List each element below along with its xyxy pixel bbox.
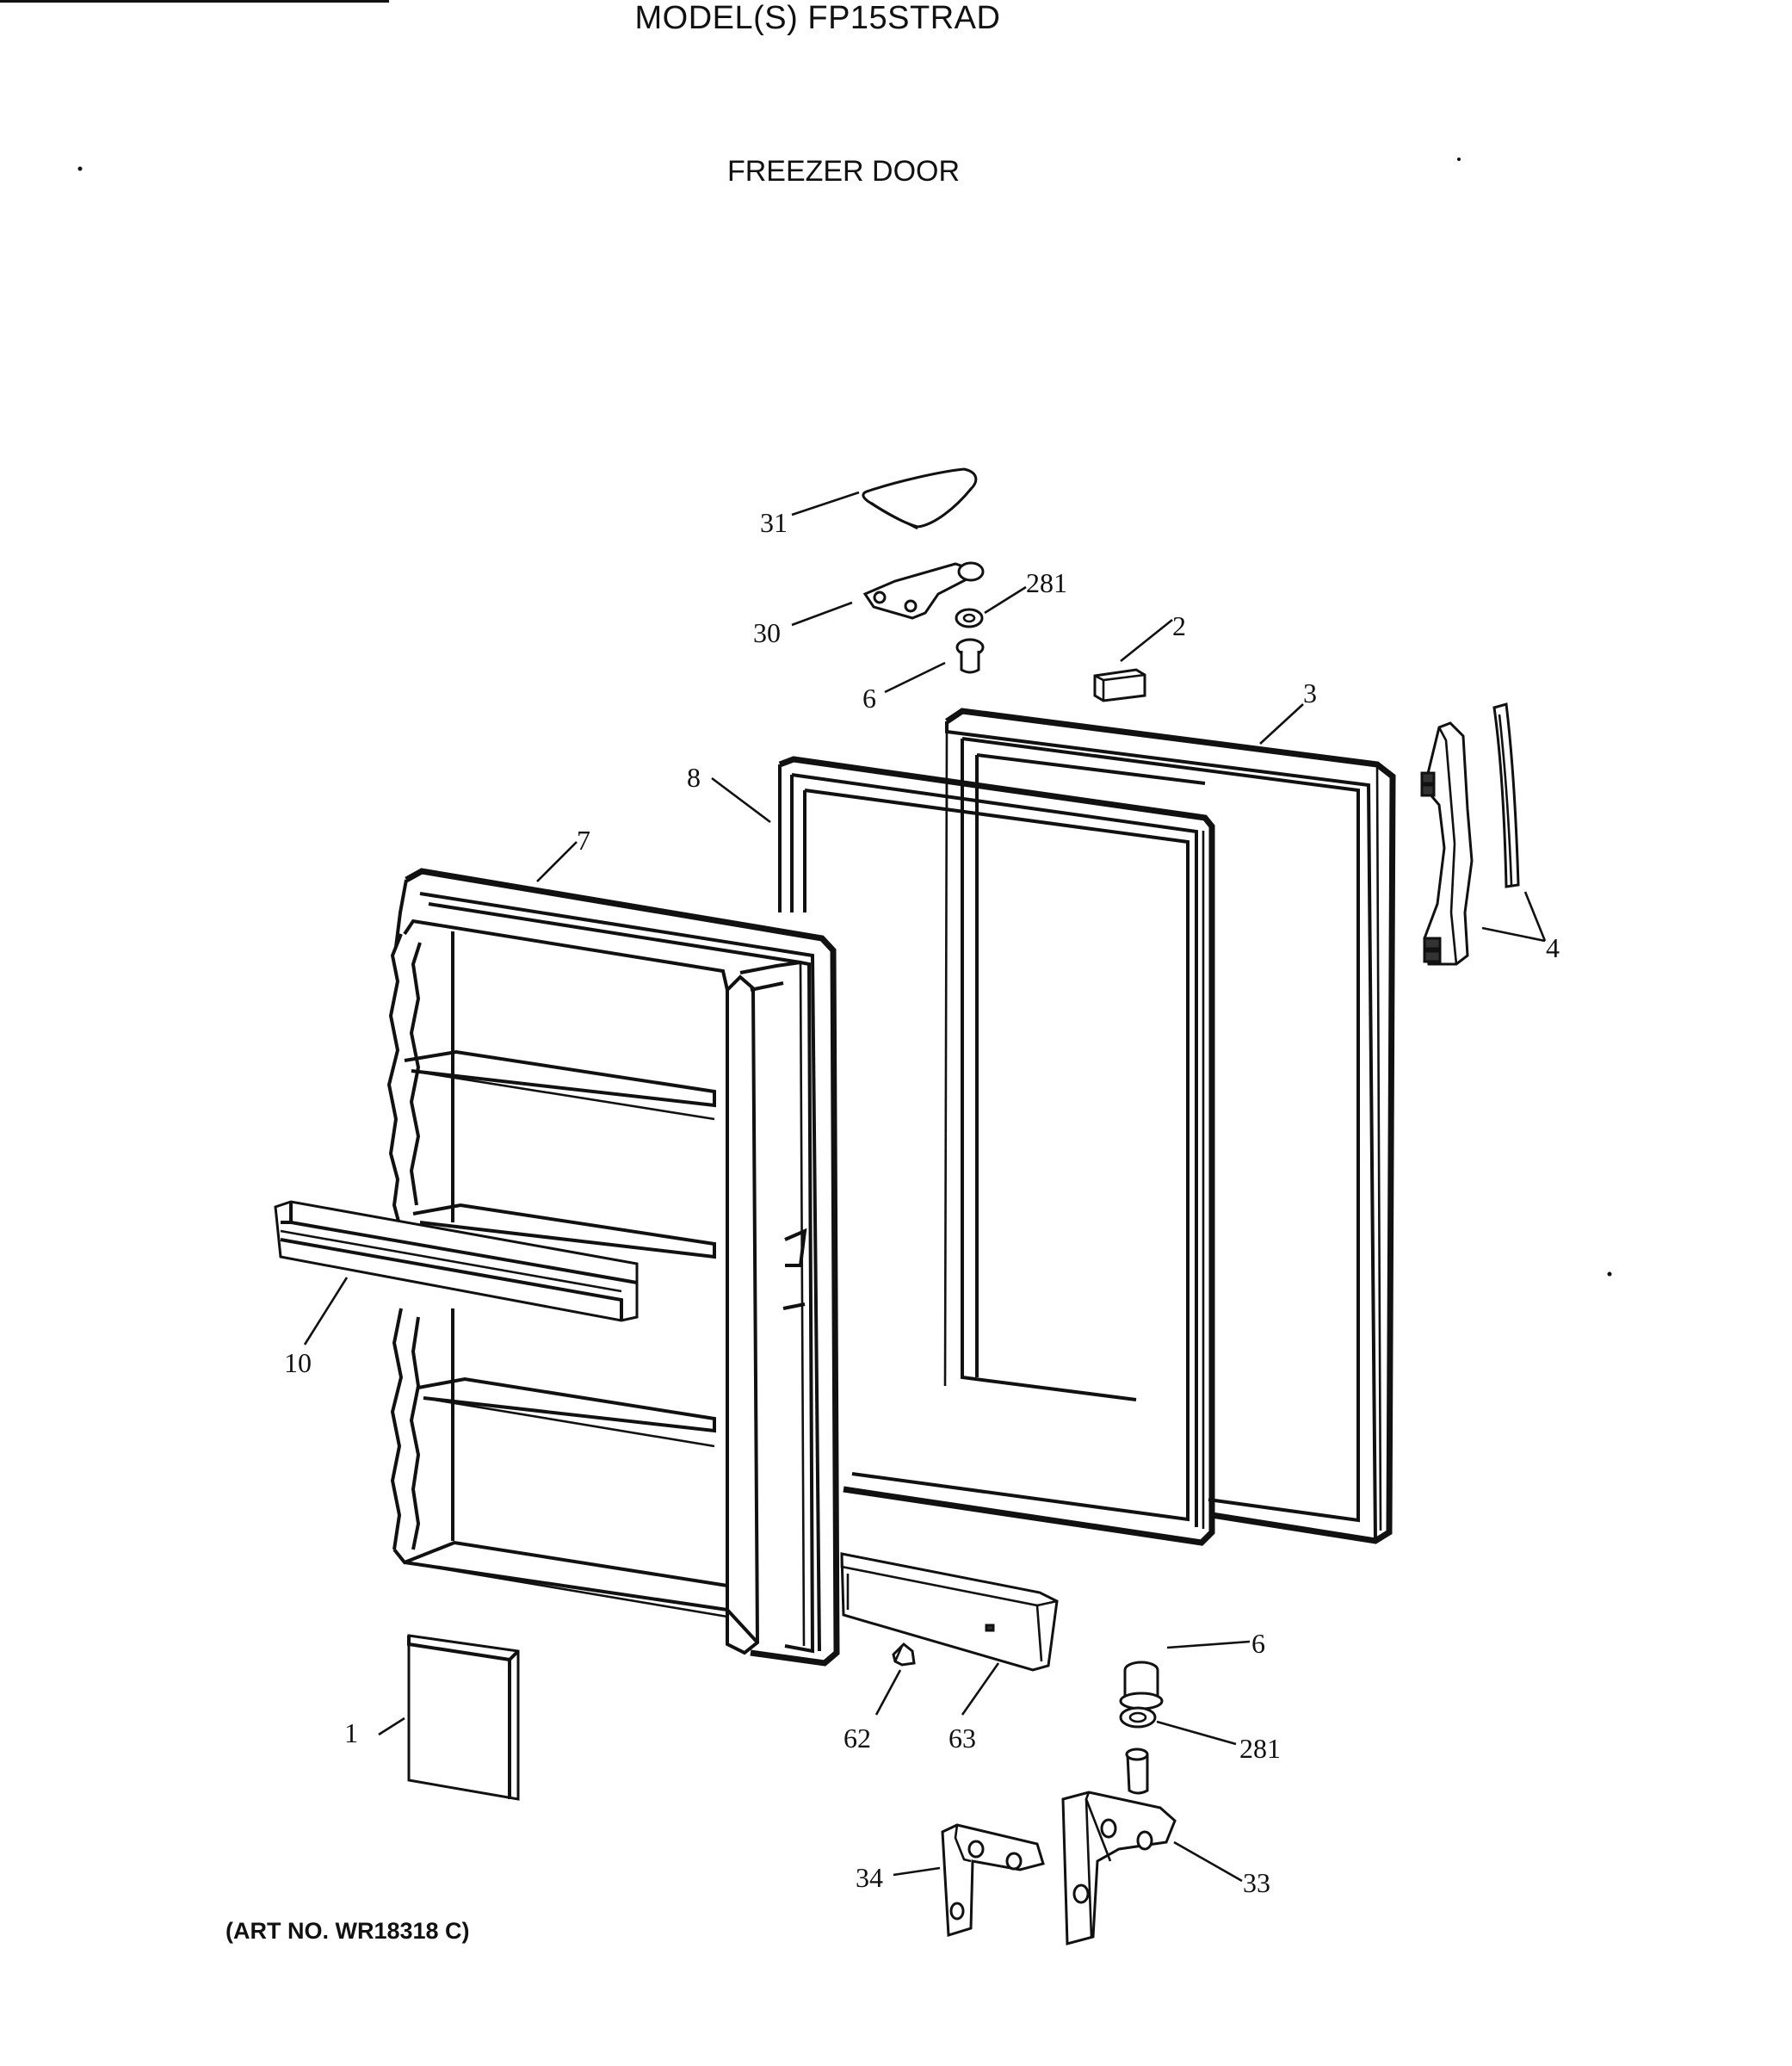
speck: [1457, 158, 1461, 161]
section-title: FREEZER DOOR: [726, 155, 961, 188]
top-hinge-part-30: [862, 561, 985, 620]
art-number: (ART NO. WR18318 C): [226, 1918, 470, 1944]
label-281-bottom: 281: [1239, 1733, 1281, 1764]
label-7: 7: [577, 825, 590, 856]
handle-part-4: [1420, 702, 1520, 966]
bushing-part-6-top: [955, 638, 985, 674]
label-3: 3: [1303, 677, 1317, 708]
shelf-rail-part-10: [274, 1200, 639, 1322]
manual-part-1: [407, 1634, 520, 1801]
label-1: 1: [344, 1717, 358, 1748]
washer-part-281-top: [955, 608, 984, 628]
label-30: 30: [753, 617, 781, 648]
gasket-part-8: [778, 756, 1215, 1546]
washer-part-281-bottom: [1119, 1706, 1157, 1729]
label-31: 31: [760, 507, 788, 538]
label-62: 62: [843, 1723, 871, 1754]
speck: [77, 166, 83, 171]
label-2: 2: [1172, 610, 1186, 641]
label-4: 4: [1546, 932, 1560, 963]
leader-lines: [303, 491, 1547, 1883]
screw-part-62: [892, 1642, 916, 1667]
speck: [1607, 1271, 1612, 1277]
plug-part-2: [1093, 668, 1146, 702]
label-6-top: 6: [862, 683, 876, 714]
hinge-cover-part-31: [862, 467, 978, 530]
label-281-top: 281: [1026, 567, 1067, 598]
label-33: 33: [1243, 1867, 1270, 1898]
bushing-part-6-bottom: [1119, 1661, 1164, 1710]
label-6-bottom: 6: [1251, 1628, 1265, 1659]
label-63: 63: [949, 1723, 976, 1754]
door-trim-part-63: [840, 1552, 1059, 1672]
top-rule: [0, 0, 389, 3]
label-10: 10: [284, 1347, 312, 1378]
model-title: MODEL(S) FP15STRAD: [634, 0, 1001, 36]
door-liner-part-7: [386, 868, 840, 1667]
label-8: 8: [687, 762, 701, 793]
label-34: 34: [856, 1862, 883, 1893]
hinge-bracket-part-34: [941, 1823, 1045, 1937]
bottom-hinge-part-33: [1061, 1747, 1177, 1945]
door-frame-part-3: [943, 708, 1396, 1544]
